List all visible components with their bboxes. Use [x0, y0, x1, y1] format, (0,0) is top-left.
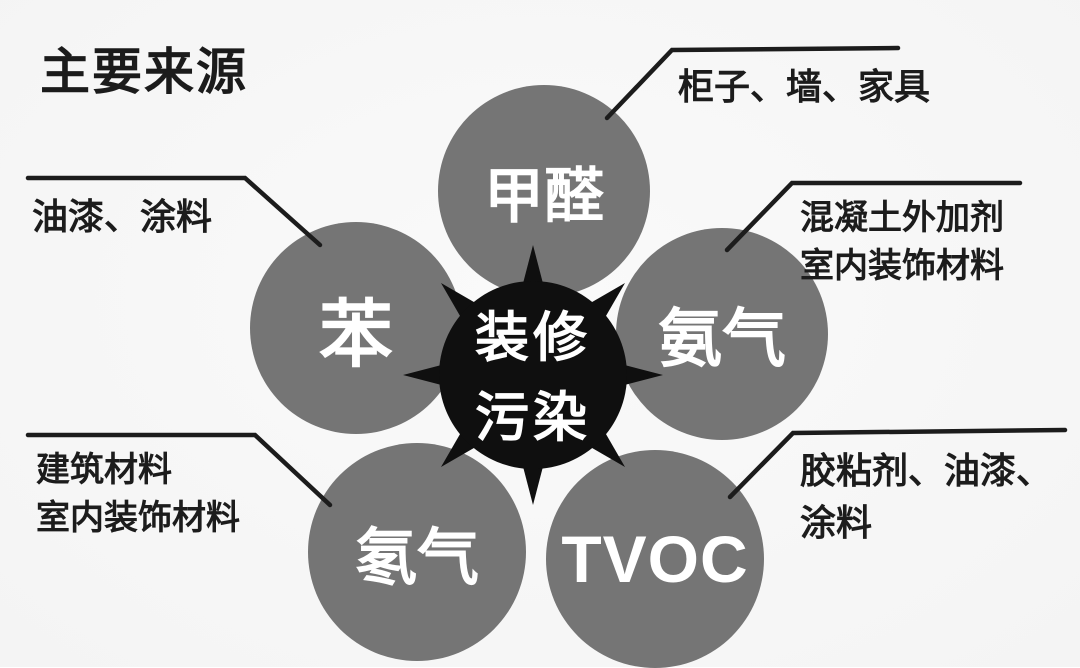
burst-spike: [520, 455, 546, 505]
center-line2: 污染: [475, 388, 591, 448]
callout-radon: 建筑材料 室内装饰材料: [36, 446, 240, 542]
circle-tvoc: TVOC: [546, 450, 764, 668]
callout-radon-line1: 建筑材料: [36, 451, 172, 489]
callout-ammonia-line1: 混凝土外加剂: [800, 199, 1004, 237]
circle-radon: 氡气: [308, 443, 526, 661]
circle-ammonia: 氨气: [616, 228, 828, 440]
callout-formaldehyde-text: 柜子、墙、家具: [678, 66, 931, 107]
circle-label-tvoc: TVOC: [561, 522, 749, 596]
callout-benzene: 油漆、涂料: [32, 188, 212, 240]
page-title: 主要来源: [40, 44, 248, 100]
center-badge: 装修 污染: [433, 298, 633, 458]
callout-formaldehyde: 柜子、墙、家具: [678, 58, 930, 110]
circle-label-formaldehyde: 甲醛: [484, 162, 604, 230]
callout-benzene-text: 油漆、涂料: [32, 196, 213, 237]
center-line1: 装修: [475, 308, 591, 368]
callout-radon-line2: 室内装饰材料: [36, 499, 240, 537]
callout-ammonia: 混凝土外加剂 室内装饰材料: [800, 194, 1004, 290]
circle-formaldehyde: 甲醛: [438, 85, 650, 297]
callout-tvoc-text: 胶粘剂、油漆、涂料: [800, 450, 1053, 543]
callout-ammonia-line2: 室内装饰材料: [800, 247, 1004, 285]
circle-label-benzene: 苯: [319, 292, 393, 376]
callout-tvoc: 胶粘剂、油漆、涂料: [800, 442, 1080, 546]
circle-label-ammonia: 氨气: [658, 303, 786, 375]
circle-label-radon: 氡气: [354, 524, 479, 593]
circle-benzene: 苯: [250, 222, 462, 434]
